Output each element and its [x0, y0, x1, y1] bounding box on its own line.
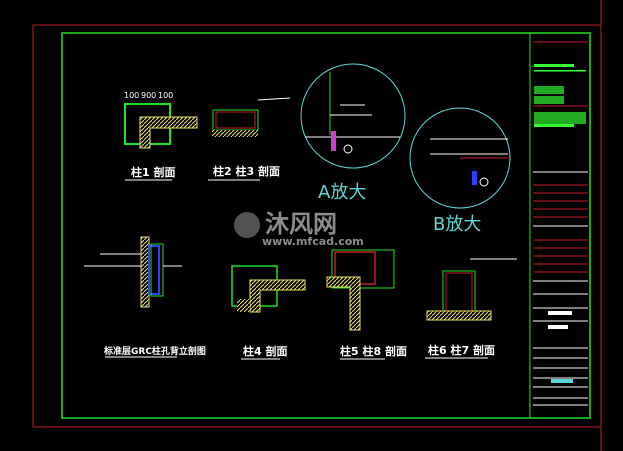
label-col5-8: 柱5 柱8 剖面	[340, 344, 407, 358]
label-col6-7: 柱6 柱7 剖面	[428, 343, 495, 357]
detail-col1: 100 900 100 柱1 剖面	[124, 91, 198, 181]
label-col2-3: 柱2 柱3 剖面	[213, 164, 280, 178]
dim-100: 100	[124, 91, 139, 100]
label-col4: 柱4 剖面	[243, 344, 287, 358]
svg-text:www.mfcad.com: www.mfcad.com	[262, 235, 364, 248]
watermark-logo: 沐风网 www.mfcad.com	[234, 210, 364, 248]
label-col1: 柱1 剖面	[131, 165, 175, 179]
detail-a-enlarged: A放大	[300, 63, 406, 203]
label-detail-a: A放大	[318, 182, 366, 203]
label-grc: 标准层GRC柱孔背立剖图	[103, 345, 206, 357]
detail-col2-3: 柱2 柱3 剖面	[208, 97, 291, 181]
svg-text:沐风网: 沐风网	[265, 210, 337, 238]
label-detail-b: B放大	[433, 214, 481, 235]
dim-100: 100	[158, 91, 173, 100]
dim-900: 900	[141, 91, 156, 100]
detail-b-enlarged: B放大	[409, 107, 511, 235]
detail-col4: 柱4 剖面	[231, 265, 306, 360]
detail-grc: 标准层GRC柱孔背立剖图	[84, 236, 206, 358]
detail-col5-8: 柱5 柱8 剖面	[326, 249, 407, 360]
drawing-frame	[61, 32, 591, 419]
title-block	[533, 41, 588, 406]
detail-col6-7: 柱6 柱7 剖面	[425, 258, 517, 359]
